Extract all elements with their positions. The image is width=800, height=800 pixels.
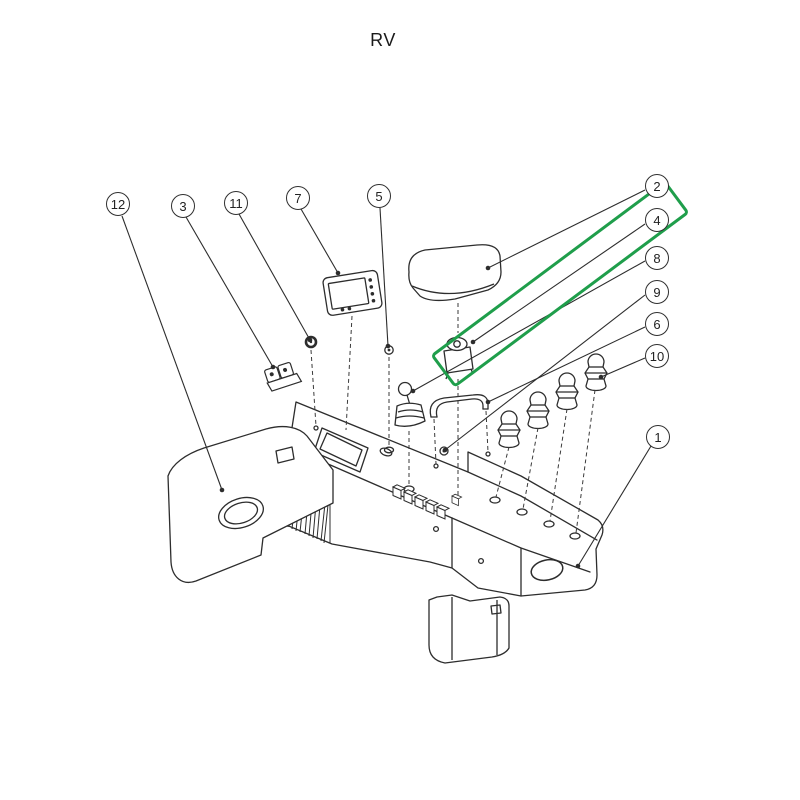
callout-1[interactable]: 1	[646, 425, 670, 449]
side-panel	[167, 425, 334, 583]
diagram-title: RV	[370, 30, 396, 50]
callout-4[interactable]: 4	[645, 208, 669, 232]
leader-end-dots	[219, 265, 604, 569]
callout-2[interactable]: 2	[645, 174, 669, 198]
mounting-bracket	[428, 594, 510, 664]
rubber-boots	[497, 353, 608, 449]
callout-12[interactable]: 12	[106, 192, 130, 216]
console-body	[271, 401, 604, 597]
rocker-switch	[264, 361, 303, 392]
joystick	[394, 381, 426, 427]
callout-9[interactable]: 9	[645, 280, 669, 304]
grab-handle	[429, 394, 489, 418]
callout-10[interactable]: 10	[645, 344, 669, 368]
armrest-pad	[408, 244, 502, 302]
callout-11[interactable]: 11	[224, 191, 248, 215]
callout-8[interactable]: 8	[645, 246, 669, 270]
leader-lines	[121, 189, 652, 567]
assembly-dashed-lines	[310, 303, 596, 534]
display-unit	[322, 269, 383, 316]
callout-7[interactable]: 7	[286, 186, 310, 210]
callout-5[interactable]: 5	[367, 184, 391, 208]
callout-3[interactable]: 3	[171, 194, 195, 218]
callout-6[interactable]: 6	[645, 312, 669, 336]
highlight-box	[432, 181, 688, 387]
